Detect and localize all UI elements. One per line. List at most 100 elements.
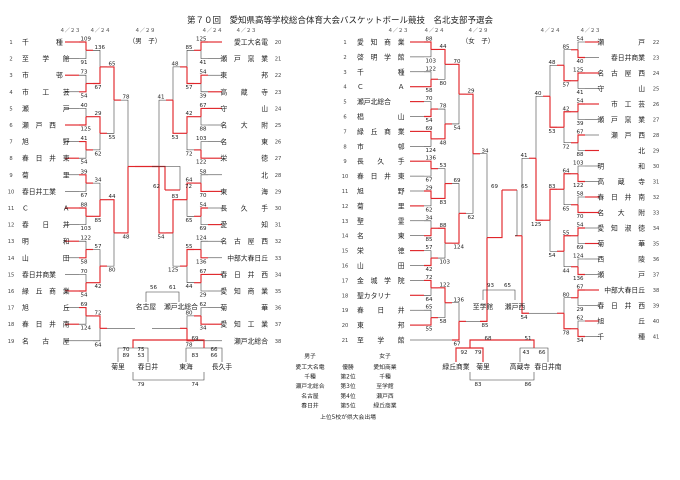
boys-right-match-line (200, 74, 208, 84)
boys-right-match-line (158, 166, 166, 234)
boys-right-score: 72 (186, 151, 193, 157)
girls-right-score: 29 (577, 307, 584, 313)
boys-left-match-line (93, 315, 101, 329)
girls-bottom-line (469, 339, 535, 348)
girls-left-score: 29 (426, 186, 433, 192)
girls-left-seed-number: 7 (343, 129, 346, 135)
girls-right-match-line (577, 134, 585, 143)
girls-left-seed-number: 21 (342, 338, 349, 344)
girls-left-seed-number: 15 (342, 249, 349, 255)
boys-left-team-name: 瀬 戸 西 (22, 121, 56, 130)
girls-right-score: 65 (563, 206, 570, 212)
girls-left-score: 83 (440, 200, 447, 206)
boys-left-team-name: 至 学 館 (22, 54, 70, 63)
girls-right-seed-number: 38 (653, 288, 660, 294)
girls-left-match-line (452, 94, 460, 125)
boys-left-seed-number: 1 (9, 40, 12, 46)
boys-left-match-line (79, 207, 87, 217)
boys-bottom-score: 75 (138, 347, 145, 353)
boys-left-score: 124 (81, 326, 92, 332)
girls-right-match-line (577, 258, 585, 267)
boys-left-seed-number: 14 (8, 256, 15, 262)
boys-bottom-score: 66 (211, 353, 218, 359)
page-title: 第７０回 愛知県高等学校総合体育大会バスケットボール競技 名北支部予選会 (186, 16, 493, 26)
boys-right-score: 29 (200, 293, 207, 299)
boys-right-match-line (186, 133, 194, 151)
boys-left-score: 85 (95, 218, 102, 224)
boys-right-match-line (158, 99, 166, 167)
girls-left-score: 122 (426, 66, 437, 72)
boys-right-team-name: 守 山 (220, 104, 268, 113)
girls-right-score: 67 (577, 130, 584, 136)
round-date: ４／２４ (90, 27, 111, 34)
boys-right-match-line (186, 116, 194, 134)
girls-third-team: 至学館 (473, 302, 494, 311)
boys-third-score: 61 (169, 285, 176, 291)
boys-right-seed-number: 38 (275, 339, 282, 345)
boys-left-score: 80 (109, 268, 116, 274)
girls-right-seed-number: 31 (653, 180, 660, 186)
boys-right-match-line (200, 216, 208, 225)
boys-right-match-line (186, 50, 194, 67)
boys-left-score: 29 (95, 111, 102, 117)
boys-left-score: 64 (95, 342, 102, 348)
boys-left-seed-number: 11 (8, 206, 15, 212)
results-boys-header: 男子 (304, 353, 316, 360)
girls-right-team-name: 名 古 屋 西 (597, 69, 645, 78)
boys-left-match-line (93, 50, 101, 67)
girls-right-team-name: 守 山 (597, 84, 645, 93)
results-note: 上位5校が県大会出場 (320, 413, 376, 421)
boys-left-score: 54 (81, 93, 88, 99)
boys-right-score: 67 (200, 269, 207, 275)
boys-right-score: 83 (172, 194, 179, 200)
boys-final-line (152, 166, 181, 190)
girls-left-score: 103 (440, 260, 451, 266)
results-girls-team: 緑丘商業 (373, 401, 396, 409)
boys-right-seed-number: 29 (275, 189, 282, 195)
girls-left-seed-number: 2 (343, 55, 346, 61)
girls-left-score: 70 (426, 96, 433, 102)
boys-left-score: 40 (81, 103, 88, 109)
girls-right-score: 40 (577, 59, 584, 65)
boys-right-seed-number: 25 (275, 123, 282, 129)
girls-right-match-line (563, 235, 571, 252)
girls-left-score: 88 (440, 223, 447, 229)
girls-left-score: 70 (454, 59, 461, 65)
girls-right-score: 54 (577, 223, 584, 229)
boys-left-team-name: 市 工 芸 (22, 87, 70, 96)
girls-division-label: （女 子） (462, 36, 495, 45)
girls-right-score: 44 (563, 268, 570, 274)
girls-right-match-line (577, 235, 585, 244)
boys-right-match-line (172, 232, 180, 267)
girls-right-match-line (577, 266, 585, 276)
results-girls-team: 瀬戸西 (376, 392, 394, 400)
boys-right-score: 57 (186, 85, 193, 91)
girls-left-match-line (424, 250, 432, 259)
boys-left-match-line (107, 100, 115, 134)
boys-left-score: 72 (95, 310, 102, 316)
results-rank: 第4位 (340, 392, 355, 400)
boys-right-seed-number: 34 (275, 272, 282, 278)
girls-right-match-line (521, 235, 529, 314)
girls-right-seed-number: 39 (653, 304, 660, 310)
boys-left-seed-number: 17 (8, 306, 15, 312)
girls-left-match-line (438, 287, 446, 303)
boys-left-match-line (79, 315, 87, 325)
round-date: ４／２４ (424, 27, 445, 34)
girls-right-team-name: 千 種 (597, 332, 645, 341)
girls-left-seed-number: 16 (342, 264, 349, 270)
girls-third-score: 93 (487, 283, 494, 289)
boys-right-score: 41 (158, 95, 165, 101)
girls-right-score: 85 (563, 44, 570, 50)
boys-left-score: 62 (95, 151, 102, 157)
girls-left-team-name: 啓 明 学 館 (357, 52, 405, 61)
boys-right-score: 125 (196, 37, 207, 43)
girls-right-seed-number: 26 (653, 102, 660, 108)
boys-left-team-name: 山 田 (22, 253, 70, 262)
round-date: ４／２３ (388, 27, 409, 34)
boys-right-match-line (200, 83, 208, 93)
boys-right-match-line (200, 116, 208, 126)
girls-right-score: 40 (535, 91, 542, 97)
girls-bottom-team: 春日井南 (534, 362, 561, 371)
